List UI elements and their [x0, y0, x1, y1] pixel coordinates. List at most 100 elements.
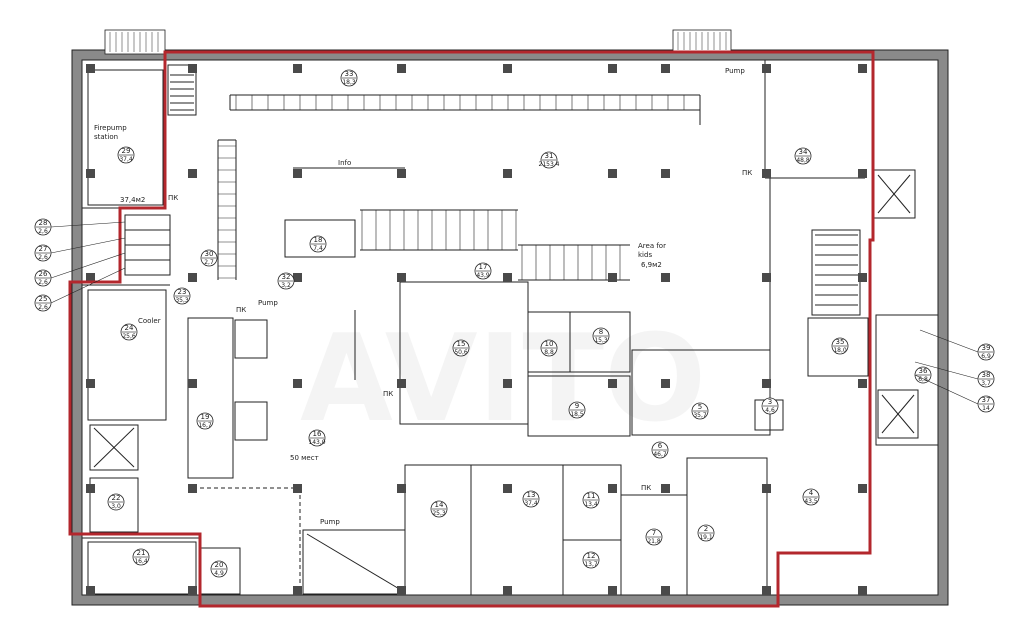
room-marker-8: 815,3 — [592, 327, 610, 345]
room-number: 20 — [215, 561, 224, 569]
room-area: 3,0 — [111, 503, 121, 510]
column — [661, 273, 670, 282]
right-elevator-blocks — [872, 169, 939, 446]
room-marker-20: 204,9 — [210, 560, 228, 578]
column — [293, 273, 302, 282]
room-marker-18: 187,4 — [309, 235, 327, 253]
room-number: 12 — [587, 552, 596, 560]
column — [661, 169, 670, 178]
parking-label: 50 мест — [290, 454, 319, 462]
room-number: 9 — [575, 402, 579, 410]
column — [661, 484, 670, 493]
column — [762, 64, 771, 73]
room-area: 15,3 — [594, 337, 608, 344]
column — [188, 169, 197, 178]
leader-line — [914, 361, 979, 380]
room-number: 4 — [809, 489, 814, 497]
column — [503, 379, 512, 388]
room-number: 18 — [314, 236, 323, 244]
room-marker-10: 108,8 — [540, 339, 558, 357]
room-area: 43,9 — [476, 272, 490, 279]
room-marker-36: 366,8 — [914, 366, 932, 384]
room-area: 21,8 — [647, 538, 661, 545]
room-number: 17 — [479, 263, 488, 271]
column — [397, 273, 406, 282]
leader-line — [50, 237, 126, 254]
pk-label-1: ПК — [742, 169, 752, 177]
room-number: 11 — [587, 492, 596, 500]
room-area: 6,9 — [981, 353, 991, 360]
room-marker-25: 252,6 — [34, 294, 52, 312]
stair-blocks-top — [104, 29, 732, 55]
pump-label-left: Pump — [258, 299, 278, 307]
pk-label-5: ПК — [168, 194, 178, 202]
room-area: 2,6 — [38, 228, 48, 235]
room-area: 37,4 — [524, 500, 538, 507]
room-area: 25,3 — [432, 510, 446, 517]
room-number: 25 — [39, 295, 48, 303]
column — [858, 484, 867, 493]
column — [762, 484, 771, 493]
room-number: 14 — [435, 501, 444, 509]
room-number: 37 — [982, 396, 991, 404]
shelf-ticks — [218, 95, 685, 280]
column — [293, 64, 302, 73]
room-number: 8 — [599, 328, 603, 336]
room-area: 7,4 — [313, 245, 323, 252]
column — [858, 273, 867, 282]
column — [86, 273, 95, 282]
room-area: 4,6 — [765, 407, 775, 414]
info-label: Info — [338, 159, 351, 167]
room-number: 30 — [205, 250, 214, 258]
room-number: 5 — [698, 403, 702, 411]
room-area: 46,7 — [653, 451, 667, 458]
room-markers: 2937,43318,3312153,43448,8282,6272,6262,… — [34, 69, 995, 578]
room-area: 18,3 — [342, 79, 356, 86]
room-number: 28 — [39, 219, 48, 227]
room-number: 33 — [345, 70, 354, 78]
column — [503, 169, 512, 178]
room-marker-38: 383,7 — [977, 370, 995, 388]
room-marker-3: 34,6 — [761, 397, 779, 415]
column — [188, 586, 197, 595]
room-number: 31 — [545, 152, 554, 160]
column — [661, 586, 670, 595]
room-number: 39 — [982, 344, 991, 352]
stair-hatch — [109, 32, 727, 52]
column — [503, 586, 512, 595]
room-number: 2 — [704, 525, 708, 533]
kids-area-size: 6,9м2 — [641, 261, 662, 269]
room-number: 10 — [545, 340, 554, 348]
column — [762, 379, 771, 388]
column — [608, 484, 617, 493]
room-marker-4: 443,5 — [802, 488, 820, 506]
room-area: 43,5 — [804, 498, 818, 505]
column — [503, 64, 512, 73]
pump-label-bottom: Pump — [320, 518, 340, 526]
room-number: 34 — [799, 148, 808, 156]
room-number: 38 — [982, 371, 991, 379]
column — [397, 484, 406, 493]
leader-line — [50, 267, 126, 304]
room-area: 2,6 — [38, 304, 48, 311]
room-marker-2: 219,1 — [697, 524, 715, 542]
column — [293, 379, 302, 388]
column — [293, 586, 302, 595]
column — [608, 586, 617, 595]
column — [661, 64, 670, 73]
column — [858, 169, 867, 178]
cooler-label: Cooler — [138, 317, 161, 325]
column — [762, 169, 771, 178]
